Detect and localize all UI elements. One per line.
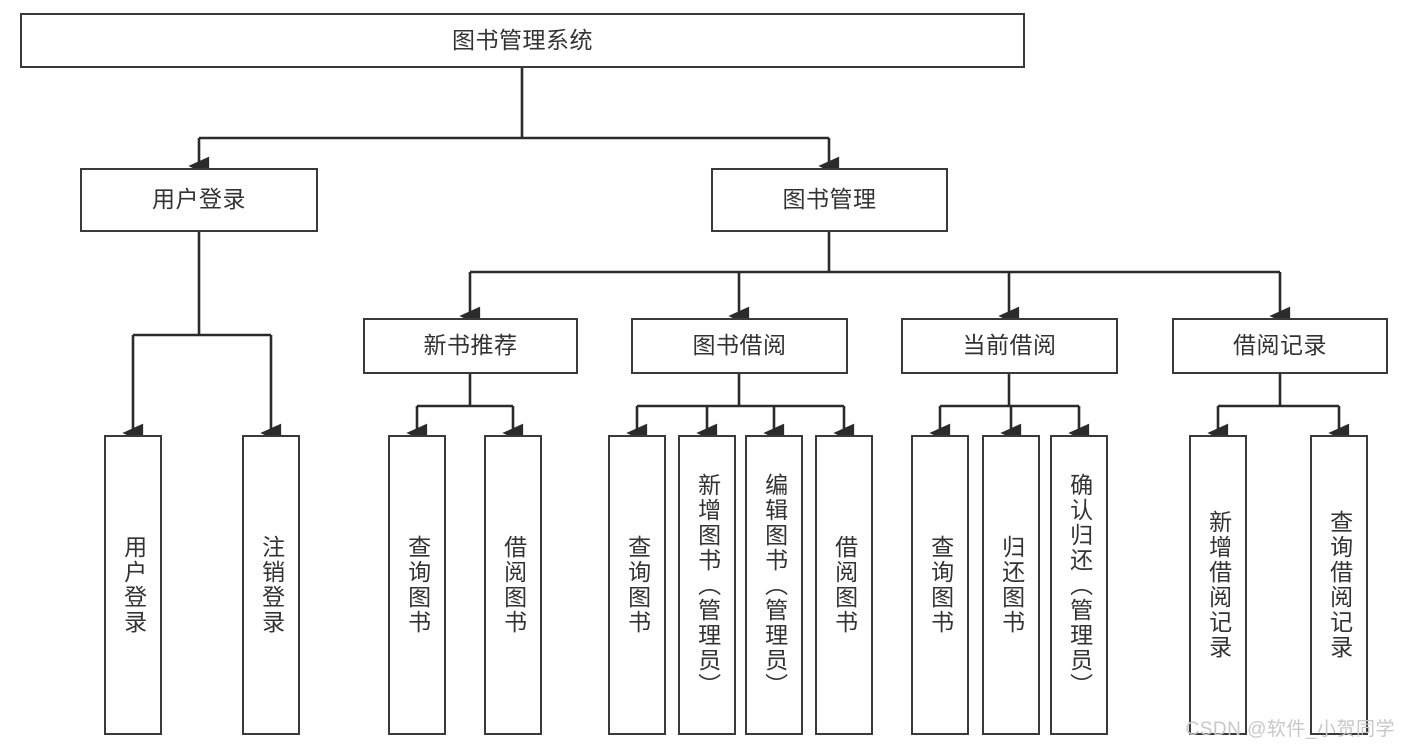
- node-leaf-query-book-rec[interactable]: 查询图书: [388, 435, 446, 735]
- node-book-borrow[interactable]: 图书借阅: [631, 318, 848, 374]
- node-new-book-recommend[interactable]: 新书推荐: [363, 318, 578, 374]
- node-leaf-query-book-cb-label: 查询图书: [927, 535, 954, 635]
- node-leaf-add-record[interactable]: 新增借阅记录: [1189, 435, 1247, 735]
- node-book-manage-label: 图书管理: [782, 186, 877, 213]
- node-leaf-user-logout-label: 注销登录: [258, 535, 285, 635]
- node-user-login-label: 用户登录: [152, 186, 246, 213]
- node-current-borrow-label: 当前借阅: [962, 332, 1057, 359]
- node-leaf-edit-book[interactable]: 编辑图书（管理员）: [745, 435, 803, 735]
- node-leaf-query-book-bb[interactable]: 查询图书: [608, 435, 666, 735]
- node-current-borrow[interactable]: 当前借阅: [901, 318, 1118, 374]
- node-leaf-add-record-label: 新增借阅记录: [1205, 510, 1232, 660]
- node-new-book-recommend-label: 新书推荐: [423, 332, 518, 359]
- node-root-label: 图书管理系统: [452, 26, 593, 53]
- node-leaf-query-book-rec-label: 查询图书: [404, 535, 431, 635]
- node-book-borrow-label: 图书借阅: [692, 332, 787, 359]
- node-leaf-query-record[interactable]: 查询借阅记录: [1310, 435, 1368, 735]
- node-leaf-add-book[interactable]: 新增图书（管理员）: [678, 435, 736, 735]
- node-leaf-query-book-bb-label: 查询图书: [624, 535, 651, 635]
- node-leaf-query-book-cb[interactable]: 查询图书: [911, 435, 969, 735]
- node-borrow-record-label: 借阅记录: [1233, 332, 1327, 359]
- node-leaf-edit-book-label: 编辑图书（管理员）: [761, 472, 788, 698]
- node-user-login[interactable]: 用户登录: [80, 168, 318, 232]
- node-leaf-borrow-book-rec-label: 借阅图书: [500, 535, 527, 635]
- node-leaf-borrow-book-bb-label: 借阅图书: [831, 535, 858, 635]
- node-borrow-record[interactable]: 借阅记录: [1172, 318, 1388, 374]
- node-leaf-return-book[interactable]: 归还图书: [982, 435, 1040, 735]
- node-leaf-query-record-label: 查询借阅记录: [1326, 510, 1353, 660]
- node-book-manage[interactable]: 图书管理: [711, 168, 948, 232]
- node-leaf-confirm-return[interactable]: 确认归还（管理员）: [1050, 435, 1108, 735]
- csdn-watermark: CSDN @软件_小贺同学: [1185, 719, 1395, 740]
- node-leaf-return-book-label: 归还图书: [998, 535, 1025, 635]
- node-leaf-user-login-label: 用户登录: [120, 535, 147, 635]
- node-leaf-confirm-return-label: 确认归还（管理员）: [1066, 472, 1093, 698]
- node-leaf-borrow-book-rec[interactable]: 借阅图书: [484, 435, 542, 735]
- node-leaf-user-login[interactable]: 用户登录: [104, 435, 162, 735]
- node-leaf-user-logout[interactable]: 注销登录: [242, 435, 300, 735]
- node-leaf-borrow-book-bb[interactable]: 借阅图书: [815, 435, 873, 735]
- node-root[interactable]: 图书管理系统: [20, 13, 1025, 68]
- node-leaf-add-book-label: 新增图书（管理员）: [694, 472, 721, 698]
